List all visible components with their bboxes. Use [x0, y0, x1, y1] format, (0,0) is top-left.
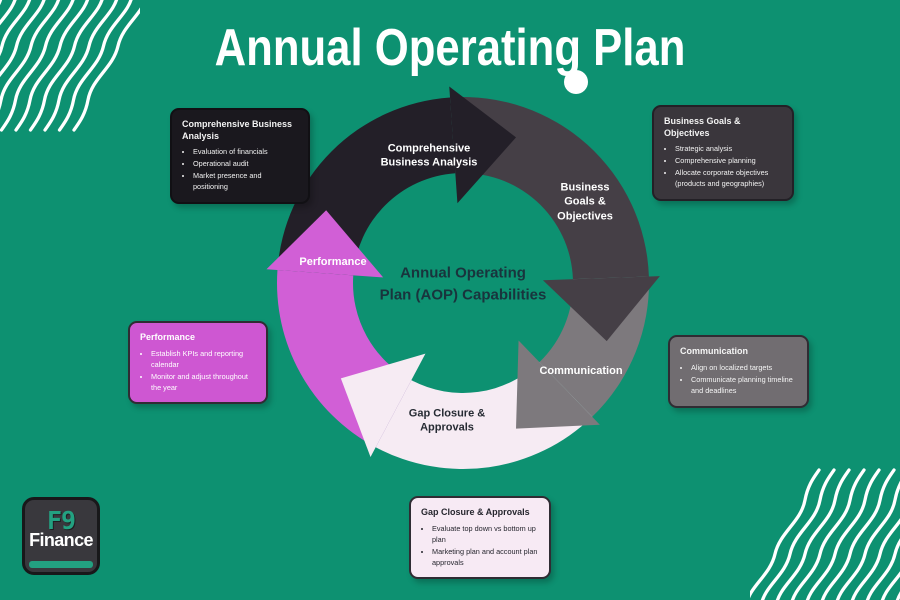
callout-bullets: Establish KPIs and reporting calendarMon… — [140, 349, 256, 394]
logo-accent-bar — [29, 561, 93, 568]
bullet-item: Market presence and positioning — [193, 171, 298, 193]
page-title: Annual Operating Plan — [214, 19, 686, 77]
logo-f9-text: F9 — [46, 506, 76, 535]
wave-line — [57, 0, 133, 132]
bullet-item: Establish KPIs and reporting calendar — [151, 349, 256, 371]
decor-waves-bottom-right — [750, 468, 900, 600]
bullet-item: Strategic analysis — [675, 144, 782, 155]
wave-line — [43, 0, 119, 132]
bullet-item: Comprehensive planning — [675, 156, 782, 167]
wave-line — [850, 518, 900, 600]
wave-line — [0, 0, 46, 78]
segment-arrowhead-business-goals-objectives — [542, 276, 660, 342]
wave-line — [14, 0, 90, 132]
callout-performance: Performance Establish KPIs and reporting… — [128, 321, 268, 405]
callout-title: Communication — [680, 346, 749, 356]
callout-bullets: Align on localized targetsCommunicate pl… — [680, 363, 797, 397]
wave-line — [28, 0, 104, 132]
wave-line — [0, 0, 75, 132]
callout-title: Performance — [140, 332, 196, 342]
callout-bullets: Strategic analysisComprehensive planning… — [664, 144, 782, 190]
center-line-1: Annual Operating — [400, 264, 526, 282]
wave-line — [0, 0, 32, 57]
wave-line — [805, 468, 881, 600]
segment-arrowhead-communication — [516, 340, 600, 429]
segment-arrowhead-comprehensive-business-analysis — [449, 86, 517, 204]
callout-communication: Communication Align on localized targets… — [668, 335, 809, 408]
segment-label-gap-closure-approvals: Gap Closure & Approvals — [408, 407, 486, 434]
callout-gap-closure-approvals: Gap Closure & Approvals Evaluate top dow… — [409, 496, 551, 580]
bullet-item: Marketing plan and account plan approval… — [432, 547, 539, 569]
bullet-item: Evaluation of financials — [193, 147, 298, 158]
logo-f9finance: F9 Finance — [22, 497, 100, 575]
segment-label-performance: Performance — [299, 255, 367, 268]
callout-bullets: Evaluation of financialsOperational audi… — [182, 147, 298, 193]
segment-arrowhead-gap-closure-approvals — [340, 353, 426, 457]
center-line-2: Plan (AOP) Capabilities — [379, 286, 547, 303]
callout-comprehensive-business-analysis: Comprehensive Business Analysis Evaluati… — [170, 108, 310, 205]
decor-dot — [564, 70, 588, 94]
segment-label-comprehensive-business-analysis: Comprehensive Business Analysis — [380, 142, 478, 169]
bullet-item: Monitor and adjust throughout the year — [151, 372, 256, 394]
wave-line — [0, 0, 61, 111]
logo-finance-text: Finance — [29, 530, 93, 550]
callout-title: Business Goals & Objectives — [664, 116, 741, 138]
callout-title: Gap Closure & Approvals — [421, 507, 530, 517]
wave-line — [865, 538, 900, 600]
callout-business-goals-objectives: Business Goals & Objectives Strategic an… — [652, 105, 794, 202]
callout-title: Comprehensive Business Analysis — [182, 119, 293, 141]
bullet-item: Communicate planning timeline and deadli… — [691, 375, 797, 397]
wave-line — [835, 480, 900, 600]
segment-label-business-goals-objectives: Business Goals & Objectives — [557, 181, 613, 223]
wave-line — [750, 468, 821, 599]
wave-line — [790, 468, 866, 600]
bullet-item: Evaluate top down vs bottom up plan — [432, 524, 539, 546]
wave-line — [0, 0, 17, 26]
cycle-center-label: Annual Operating Plan (AOP) Capabilities — [353, 262, 573, 306]
wave-line — [820, 468, 896, 600]
decor-waves-top-left — [0, 0, 140, 132]
wave-line — [880, 571, 900, 600]
wave-line — [775, 468, 851, 600]
bullet-item: Operational audit — [193, 159, 298, 170]
segment-arrowhead-performance — [266, 210, 384, 278]
segment-label-communication: Communication — [539, 364, 623, 377]
wave-line — [72, 7, 140, 132]
wave-line — [760, 468, 836, 600]
bullet-item: Align on localized targets — [691, 363, 797, 374]
callout-bullets: Evaluate top down vs bottom up planMarke… — [421, 524, 539, 569]
bullet-item: Allocate corporate objectives (products … — [675, 168, 782, 190]
